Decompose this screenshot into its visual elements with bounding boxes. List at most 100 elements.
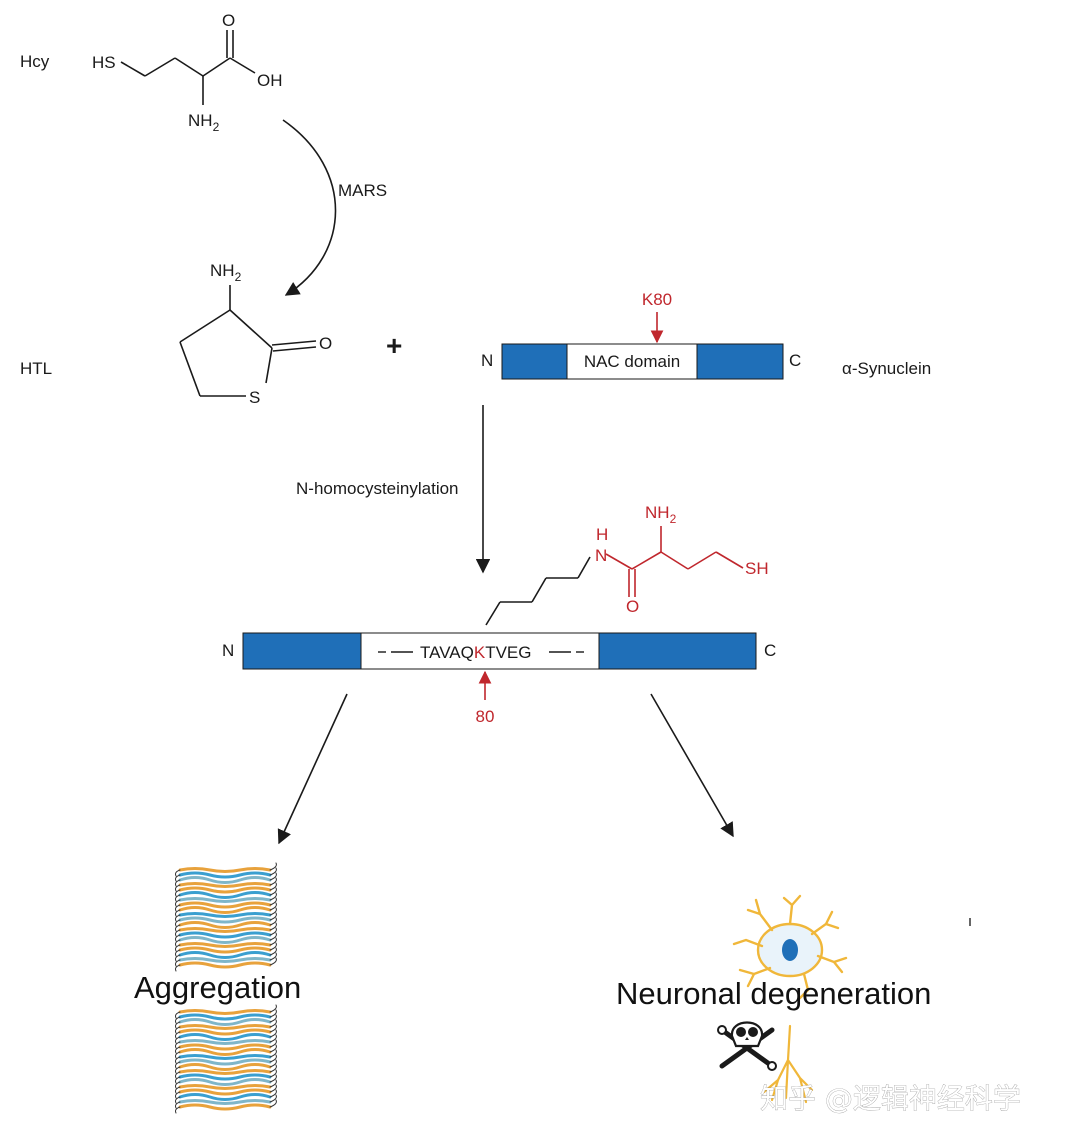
watermark: 知乎 @逻辑神经科学 <box>760 1082 1021 1115</box>
fibril-loop <box>175 1011 181 1019</box>
fibril-loop <box>175 889 181 897</box>
fibril-strand <box>178 1033 272 1041</box>
fibril-strand <box>178 1069 272 1075</box>
fibril-strand <box>178 1093 272 1101</box>
fibril-strand <box>178 1088 272 1096</box>
mod-n: N <box>595 546 607 565</box>
fibril-strand <box>178 1009 272 1015</box>
fibril-loop <box>175 874 181 882</box>
fibril-loop <box>269 1074 277 1083</box>
arrow-to-aggregation <box>277 693 348 845</box>
fibril-strand <box>178 942 272 948</box>
neuron-nucleus <box>782 939 798 961</box>
hcy-o: O <box>222 11 235 30</box>
fibril-loop <box>175 1101 181 1109</box>
fibril-loop <box>175 1066 181 1074</box>
fibril-loop <box>269 1069 277 1078</box>
fibril-strand <box>178 1099 272 1105</box>
fibril-loop <box>175 1091 181 1099</box>
fibril-loop <box>175 1076 181 1084</box>
fibril-strand <box>178 876 272 884</box>
fibril-strand <box>178 886 272 894</box>
mod-nh2: NH2 <box>645 503 677 526</box>
lysine-side-chain <box>485 556 591 626</box>
fibril-strand <box>178 1028 272 1036</box>
fibril-loop <box>269 1029 277 1038</box>
fibril-strand <box>178 871 272 879</box>
mars-arrow <box>282 119 337 296</box>
fibril-loop <box>269 1039 277 1048</box>
fibril-loop <box>269 867 277 876</box>
fibril-loop <box>269 1004 277 1013</box>
htl-o: O <box>319 334 332 353</box>
bottom-c-terminus: C <box>764 641 776 660</box>
fibril-strand <box>178 921 272 929</box>
fibril-strand <box>178 867 272 873</box>
fibril-loop <box>175 1031 181 1039</box>
fibril-strand <box>178 1018 272 1026</box>
fibril-loop <box>175 1036 181 1044</box>
bottom-protein-right-block <box>598 632 757 670</box>
fibril-loop <box>269 1059 277 1068</box>
arrow-to-degeneration <box>650 693 734 838</box>
fibril-loop <box>269 917 277 926</box>
fibril-loop <box>175 1041 181 1049</box>
bottom-protein-left-block <box>242 632 362 670</box>
fibril-strand <box>178 1024 272 1030</box>
fibril-loop <box>269 892 277 901</box>
top-protein-left-block <box>501 343 568 380</box>
fibril-loop <box>269 932 277 941</box>
fibril-strand <box>178 1078 272 1086</box>
fibril-strand <box>178 906 272 914</box>
fibril-loop <box>269 1054 277 1063</box>
fibril-strand <box>178 1073 272 1081</box>
fibril-strand <box>178 1013 272 1021</box>
fibril-strand <box>178 916 272 924</box>
fibril-loop <box>269 952 277 961</box>
hcy-nh2: NH2 <box>188 111 220 134</box>
fibril-loop <box>175 1081 181 1089</box>
hcy-structure <box>120 30 256 105</box>
fibril-strand <box>178 1048 272 1056</box>
fibril-strand <box>178 901 272 909</box>
fibril-loop <box>175 1056 181 1064</box>
htl-nh2: NH2 <box>210 261 242 284</box>
fibril-loop <box>175 1096 181 1104</box>
fibril-loop <box>269 882 277 891</box>
n-homocysteinylation-label: N-homocysteinylation <box>296 479 459 498</box>
mod-h: H <box>596 525 608 544</box>
fibril-loop <box>269 1099 277 1108</box>
hcy-oh: OH <box>257 71 283 90</box>
amyloid-fibril-illustration <box>175 862 277 1114</box>
fibril-strand <box>178 1039 272 1045</box>
fibril-strand <box>178 912 272 918</box>
fibril-strand <box>178 891 272 899</box>
fibril-loop <box>175 954 181 962</box>
site-80-label: 80 <box>476 707 495 726</box>
fibril-loop <box>175 1016 181 1024</box>
top-n-terminus: N <box>481 351 493 370</box>
fibril-loop <box>175 914 181 922</box>
fibril-loop <box>269 897 277 906</box>
fibril-loop <box>175 919 181 927</box>
fibril-strand <box>178 957 272 963</box>
fibril-loop <box>269 887 277 896</box>
fibril-strand <box>178 882 272 888</box>
homocysteinyl-group <box>605 526 744 597</box>
fibril-loop <box>175 924 181 932</box>
fibril-loop <box>269 942 277 951</box>
fibril-loop <box>269 1064 277 1073</box>
fibril-loop <box>269 1094 277 1103</box>
fibril-strand <box>178 1063 272 1071</box>
fibril-loop <box>175 879 181 887</box>
mod-o: O <box>626 597 639 616</box>
k80-label: K80 <box>642 290 672 309</box>
sequence-text: TAVAQKTVEG <box>420 643 531 662</box>
plus-sign: + <box>386 330 402 361</box>
bottom-n-terminus: N <box>222 641 234 660</box>
fibril-loop <box>175 964 181 972</box>
fibril-loop <box>175 949 181 957</box>
fibril-strand <box>178 897 272 903</box>
fibril-loop <box>175 1086 181 1094</box>
fibril-loop <box>269 927 277 936</box>
